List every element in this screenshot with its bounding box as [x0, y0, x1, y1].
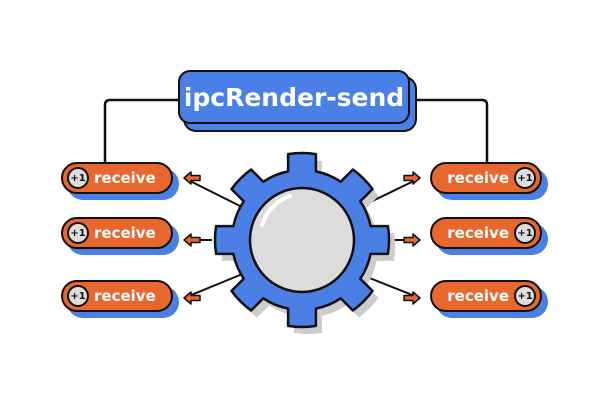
- plus-one-badge: +1: [514, 285, 536, 307]
- receive-label: receive: [447, 224, 509, 242]
- arrow-head-icon: [183, 291, 201, 305]
- connector-left: [103, 98, 180, 163]
- arrow-line: [187, 178, 241, 207]
- title-label: ipcRender-send: [183, 82, 405, 112]
- plus-one-badge: +1: [514, 167, 536, 189]
- receive-node-right-3: receive +1: [430, 280, 542, 312]
- receive-label: receive: [94, 169, 156, 187]
- receive-label: receive: [94, 287, 156, 305]
- arrow-line: [361, 274, 417, 298]
- arrow-head-icon: [403, 171, 421, 185]
- gear-hub-highlight: [260, 194, 292, 227]
- arrow-head-icon: [403, 291, 421, 305]
- receive-label: receive: [447, 169, 509, 187]
- arrow-head-icon: [183, 233, 201, 247]
- ipc-render-send-node: ipcRender-send: [178, 70, 410, 124]
- arrow-head-icon: [183, 171, 201, 185]
- receive-node-left-3: +1 receive: [61, 280, 173, 312]
- arrow-head-icon: [403, 233, 421, 247]
- plus-one-badge: +1: [67, 222, 89, 244]
- arrow-line: [187, 274, 241, 298]
- plus-one-badge: +1: [67, 285, 89, 307]
- gear-hub: [248, 186, 356, 294]
- receive-node-right-2: receive +1: [430, 217, 542, 249]
- receive-node-left-2: +1 receive: [61, 217, 173, 249]
- receive-node-left-1: +1 receive: [61, 162, 173, 194]
- plus-one-badge: +1: [514, 222, 536, 244]
- receive-label: receive: [447, 287, 509, 305]
- connector-right: [410, 98, 489, 163]
- receive-node-right-1: receive +1: [430, 162, 542, 194]
- plus-one-badge: +1: [67, 167, 89, 189]
- receive-label: receive: [94, 224, 156, 242]
